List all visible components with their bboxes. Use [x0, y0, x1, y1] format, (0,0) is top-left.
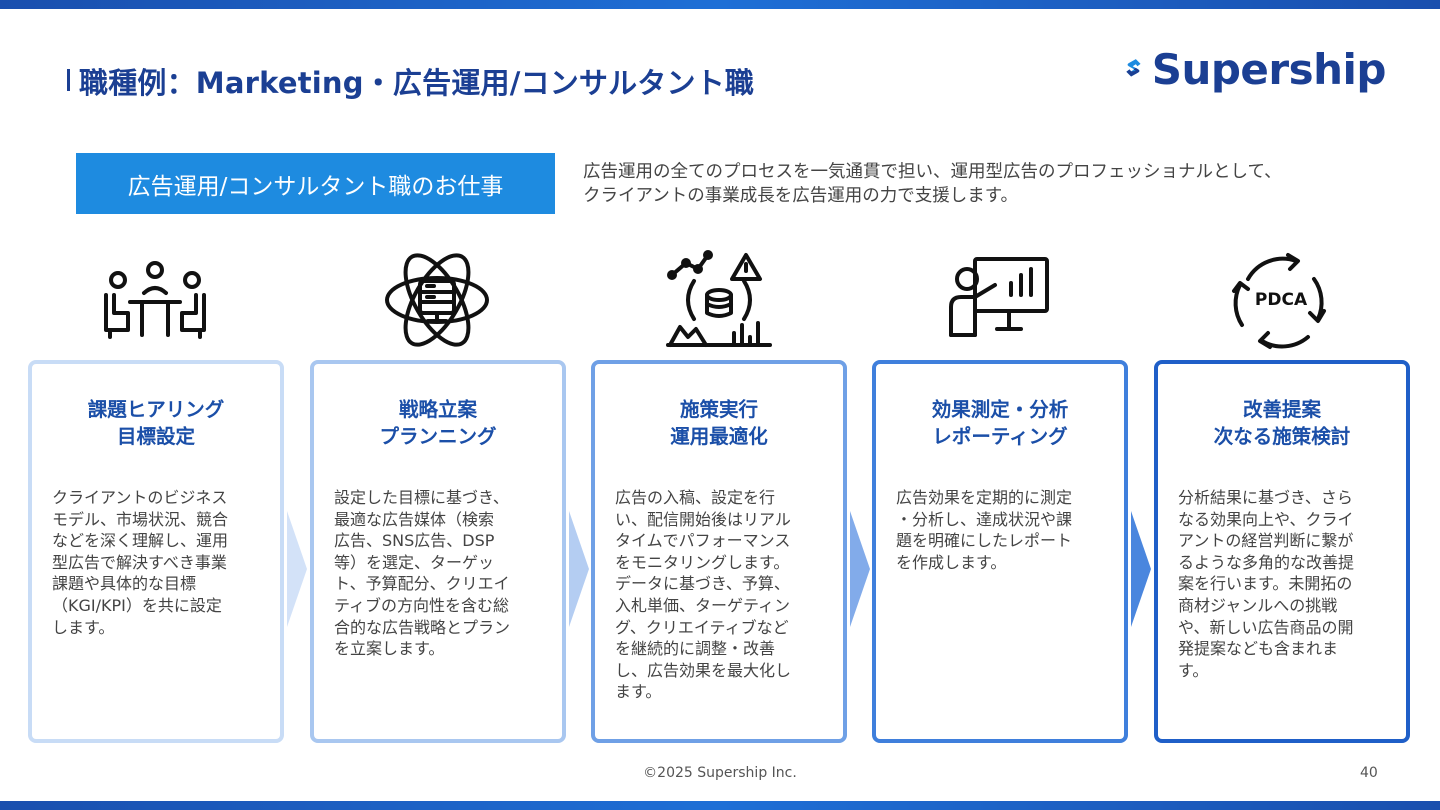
supership-logo-icon [1126, 59, 1141, 77]
pdca-label: PDCA [1255, 290, 1308, 310]
step-body-line: なる効果向上や、クライ [1178, 509, 1354, 529]
step-body-line: 設定した目標に基づき、 [334, 488, 509, 507]
chevron-right-icon [287, 511, 307, 627]
step-body-line: （KGI/KPI）を共に設定 [52, 595, 222, 615]
page-number: 40 [1360, 765, 1378, 781]
step-title-line: 運用最適化 [670, 425, 768, 448]
step-body-line: 案を行います。未開拓の [1178, 574, 1353, 594]
chevron-right-icon [1131, 511, 1151, 627]
pdca-cycle-icon: PDCA [1226, 245, 1336, 355]
role-description-line: 広告運用の全てのプロセスを一気通貫で担い、運用型広告のプロフェッショナルとして、 [583, 162, 1282, 182]
step-title-line: レポーティング [932, 425, 1068, 448]
step-body-line: タイムでパフォーマンス [615, 531, 791, 551]
step-card-title: 戦略立案 プランニング [314, 396, 562, 450]
step-body-line: 入札単価、ターゲティン [615, 595, 791, 615]
step-body-line: い、配信開始後はリアル [615, 509, 791, 529]
chevron-right-icon [850, 511, 870, 627]
step-body-line: ます。 [615, 682, 662, 702]
step-body-line: 広告、SNS広告、DSP [334, 531, 495, 551]
step-body-line: 商材ジャンルへの挑戦 [1178, 595, 1338, 615]
step-body-line: ・分析し、達成状況や課 [896, 509, 1073, 529]
role-label-box: 広告運用/コンサルタント職のお仕事 [76, 153, 555, 214]
step-body-line: るような多角的な改善提 [1178, 552, 1355, 572]
step-card-strategy: 戦略立案 プランニング 設定した目標に基づき、 最適な広告媒体（検索 広告、SN… [310, 360, 566, 743]
top-accent-bar [0, 0, 1440, 9]
step-card-body: 広告効果を定期的に測定 ・分析し、達成状況や課 題を明確にしたレポート を作成し… [896, 487, 1106, 573]
step-body-line: クライアントのビジネス [52, 488, 228, 507]
step-body-line: データに基づき、予算、 [615, 574, 790, 594]
role-description-line: クライアントの事業成長を広告運用の力で支援します。 [583, 186, 1019, 206]
step-body-line: 等）を選定、ターゲッ [334, 552, 495, 572]
step-body-line: 合的な広告戦略とプラン [334, 617, 511, 637]
step-body-line: 題を明確にしたレポート [896, 531, 1073, 551]
step-card-improvement: 改善提案 次なる施策検討 分析結果に基づき、さら なる効果向上や、クライ アント… [1154, 360, 1410, 743]
step-body-line: ト、予算配分、クリエイ [334, 574, 510, 594]
step-title-line: 課題ヒアリング [87, 398, 225, 421]
strategy-atom-icon [382, 245, 492, 355]
step-title-line: 改善提案 [1242, 398, 1321, 421]
bottom-accent-bar [0, 801, 1440, 810]
step-body-line: 最適な広告媒体（検索 [334, 509, 495, 529]
copyright-text: ©2025 Supership Inc. [643, 765, 797, 781]
step-card-body: クライアントのビジネス モデル、市場状況、競合 などを深く理解し、運用 型広告で… [52, 487, 262, 638]
title-marker [67, 69, 70, 91]
step-card-title: 課題ヒアリング 目標設定 [32, 396, 280, 450]
step-body-line: し、広告効果を最大化し [615, 660, 792, 680]
step-title-line: 戦略立案 [398, 398, 477, 421]
role-description: 広告運用の全てのプロセスを一気通貫で担い、運用型広告のプロフェッショナルとして、… [583, 160, 1383, 208]
step-card-title: 改善提案 次なる施策検討 [1158, 396, 1406, 450]
step-card-execution: 施策実行 運用最適化 広告の入稿、設定を行 い、配信開始後はリアル タイムでパフ… [591, 360, 847, 743]
step-card-body: 設定した目標に基づき、 最適な広告媒体（検索 広告、SNS広告、DSP 等）を選… [334, 487, 544, 660]
step-body-line: をモニタリングします。 [615, 552, 790, 572]
step-body-line: す。 [1178, 660, 1209, 680]
step-body-line: 広告の入稿、設定を行 [615, 488, 776, 507]
step-body-line: 発提案なども含まれま [1178, 639, 1339, 659]
supership-logo: Supership [1124, 40, 1387, 98]
step-card-analysis: 効果測定・分析 レポーティング 広告効果を定期的に測定 ・分析し、達成状況や課 … [872, 360, 1128, 743]
step-title-line: 効果測定・分析 [931, 398, 1069, 421]
step-title-line: プランニング [379, 425, 497, 448]
page-title: 職種例：Marketing・広告運用/コンサルタント職 [79, 66, 755, 100]
step-body-line: グ、クリエイティブなど [615, 617, 789, 637]
step-title-line: 次なる施策検討 [1213, 425, 1351, 448]
step-body-line: アントの経営判断に繋が [1178, 531, 1354, 551]
step-body-line: を継続的に調整・改善 [615, 639, 776, 659]
step-body-line: ティブの方向性を含む総 [334, 595, 510, 615]
logo-text: Supership [1151, 44, 1387, 94]
step-title-line: 施策実行 [679, 398, 758, 421]
step-body-line: モデル、市場状況、競合 [52, 509, 229, 529]
step-body-line: 型広告で解決すべき事業 [52, 552, 227, 572]
step-card-body: 広告の入稿、設定を行 い、配信開始後はリアル タイムでパフォーマンス をモニタリ… [615, 487, 825, 703]
meeting-icon [100, 245, 210, 355]
step-body-line: 課題や具体的な目標 [52, 574, 197, 594]
step-card-body: 分析結果に基づき、さら なる効果向上や、クライ アントの経営判断に繋が るような… [1178, 487, 1388, 681]
chevron-right-icon [569, 511, 589, 627]
presentation-chart-icon [945, 245, 1055, 355]
step-body-line: 分析結果に基づき、さら [1178, 488, 1353, 507]
step-card-title: 施策実行 運用最適化 [595, 396, 843, 450]
step-card-hearing: 課題ヒアリング 目標設定 クライアントのビジネス モデル、市場状況、競合 などを… [28, 360, 284, 743]
step-body-line: します。 [52, 617, 115, 637]
step-body-line: 広告効果を定期的に測定 [896, 488, 1073, 507]
step-body-line: などを深く理解し、運用 [52, 531, 229, 551]
step-body-line: や、新しい広告商品の開 [1178, 617, 1354, 637]
step-title-line: 目標設定 [116, 425, 195, 448]
step-body-line: を立案します。 [334, 639, 445, 659]
data-analytics-icon [664, 245, 774, 355]
step-body-line: を作成します。 [896, 552, 1007, 572]
step-card-title: 効果測定・分析 レポーティング [876, 396, 1124, 450]
